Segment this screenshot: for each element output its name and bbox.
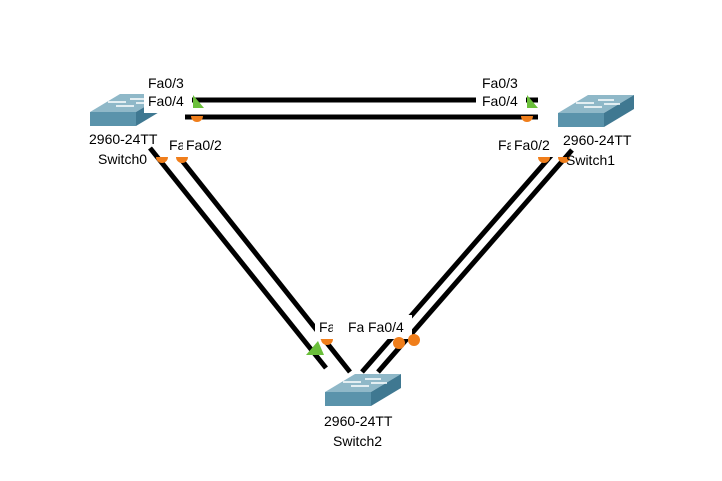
switch1-side xyxy=(604,95,634,127)
status-blocked-icon xyxy=(521,116,533,122)
status-blocked-icon xyxy=(191,116,203,122)
device-model-switch2: 2960-24TT xyxy=(324,413,393,429)
port-label-sw2-fa01-clip: Fa0/1 xyxy=(315,315,355,339)
port-label-sw2-fa03: Fa0/3 xyxy=(348,319,384,335)
status-up-icon xyxy=(527,95,538,108)
link-switch0-switch2-fa01[interactable] xyxy=(148,146,328,370)
switch1[interactable] xyxy=(558,95,634,127)
port-label-sw1-fa01: Fa0/1 xyxy=(498,137,534,153)
status-blocked-icon xyxy=(176,157,188,163)
device-model-switch0: 2960-24TT xyxy=(89,131,158,147)
status-blocked-icon xyxy=(558,157,570,163)
port-label-sw1-fa04: Fa0/4 xyxy=(482,93,518,109)
device-labels: 2960-24TT Switch0 2960-24TT Switch1 2960… xyxy=(89,131,632,449)
port-label-sw0-fa01: Fa0/1 xyxy=(169,137,205,153)
status-blocked-icon xyxy=(538,157,550,163)
port-label-sw2-fa01: Fa0/1 xyxy=(319,319,355,335)
status-blocked-icon xyxy=(156,157,168,163)
switch0-front xyxy=(90,112,136,126)
port-status-indicators xyxy=(156,95,570,355)
port-label-sw1-fa03: Fa0/3 xyxy=(482,75,518,91)
device-name-switch0: Switch0 xyxy=(98,151,147,167)
port-labels: Fa0/3 Fa0/4 Fa0/3 Fa0/4 Fa0/1 Fa0/2 Fa0/… xyxy=(144,75,559,339)
port-label-sw2-fa03-clip: Fa0/3 xyxy=(344,315,384,339)
device-model-switch1: 2960-24TT xyxy=(563,132,632,148)
device-name-switch1: Switch1 xyxy=(566,152,615,168)
status-blocked-icon xyxy=(408,334,420,346)
device-name-switch2: Switch2 xyxy=(333,433,382,449)
switch1-top xyxy=(558,95,634,113)
port-label-sw0-fa04: Fa0/4 xyxy=(148,93,184,109)
switch1-front xyxy=(558,113,604,127)
port-label-sw1-fa02: Fa0/2 xyxy=(514,137,550,153)
port-label-sw0-fa03: Fa0/3 xyxy=(148,75,184,91)
port-label-sw1-fa01-clip: Fa0/1 xyxy=(496,133,534,157)
port-label-sw0-fa01-clip: Fa0/1 xyxy=(165,133,205,157)
port-label-sw0-fa02: Fa0/2 xyxy=(186,137,222,153)
switch2-front xyxy=(325,392,371,406)
switch2-top xyxy=(325,374,401,392)
status-blocked-icon xyxy=(321,339,333,345)
switch2-side xyxy=(371,374,401,406)
status-blocked-icon xyxy=(393,337,405,349)
port-label-sw2-fa04: Fa0/4 xyxy=(368,319,404,335)
switch-icon[interactable] xyxy=(325,374,401,406)
switch-icon[interactable] xyxy=(558,95,634,127)
switch2[interactable] xyxy=(325,374,401,406)
status-up-icon xyxy=(193,95,204,108)
status-up-icon xyxy=(306,341,324,355)
